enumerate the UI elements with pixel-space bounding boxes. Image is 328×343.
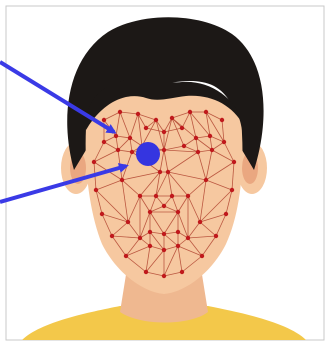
landmark-point xyxy=(158,170,162,174)
landmark-point xyxy=(166,170,170,174)
landmark-point xyxy=(118,110,122,114)
landmark-point xyxy=(116,148,120,152)
landmark-point xyxy=(124,254,128,258)
landmark-point xyxy=(162,248,166,252)
landmark-point xyxy=(180,126,184,130)
landmark-point xyxy=(208,134,212,138)
landmark-point xyxy=(148,230,152,234)
landmark-point xyxy=(198,220,202,224)
landmark-point xyxy=(200,254,204,258)
landmark-point xyxy=(94,188,98,192)
landmark-point xyxy=(224,212,228,216)
landmark-point xyxy=(148,210,152,214)
landmark-point xyxy=(232,160,236,164)
landmark-point xyxy=(182,144,186,148)
landmark-point xyxy=(154,194,158,198)
landmark-point xyxy=(92,160,96,164)
landmark-point xyxy=(114,134,118,138)
landmark-point xyxy=(170,116,174,120)
landmark-point xyxy=(162,274,166,278)
landmark-point xyxy=(210,148,214,152)
landmark-point xyxy=(154,118,158,122)
landmark-point xyxy=(214,234,218,238)
landmark-point xyxy=(120,178,124,182)
landmark-point xyxy=(170,194,174,198)
landmark-point xyxy=(188,110,192,114)
landmark-point xyxy=(138,194,142,198)
landmark-point xyxy=(186,236,190,240)
landmark-point xyxy=(126,220,130,224)
landmark-point xyxy=(130,150,134,154)
landmark-point xyxy=(148,244,152,248)
landmark-point xyxy=(176,210,180,214)
landmark-point xyxy=(204,110,208,114)
landmark-point xyxy=(102,140,106,144)
landmark-point xyxy=(138,236,142,240)
landmark-point xyxy=(176,230,180,234)
landmark-point xyxy=(196,150,200,154)
landmark-point xyxy=(144,126,148,130)
landmark-point xyxy=(110,234,114,238)
landmark-point xyxy=(144,270,148,274)
landmark-point xyxy=(162,130,166,134)
landmark-point xyxy=(176,244,180,248)
landmark-point xyxy=(102,118,106,122)
highlighted-landmark-dot xyxy=(136,142,160,166)
landmark-point xyxy=(162,148,166,152)
landmark-point xyxy=(220,118,224,122)
landmark-point xyxy=(162,232,166,236)
landmark-point xyxy=(180,270,184,274)
landmark-point xyxy=(194,136,198,140)
landmark-point xyxy=(100,212,104,216)
landmark-point xyxy=(204,178,208,182)
landmark-point xyxy=(128,136,132,140)
landmark-point xyxy=(186,194,190,198)
landmark-point xyxy=(162,204,166,208)
landmark-point xyxy=(136,112,140,116)
landmark-point xyxy=(222,140,226,144)
landmark-point xyxy=(230,188,234,192)
